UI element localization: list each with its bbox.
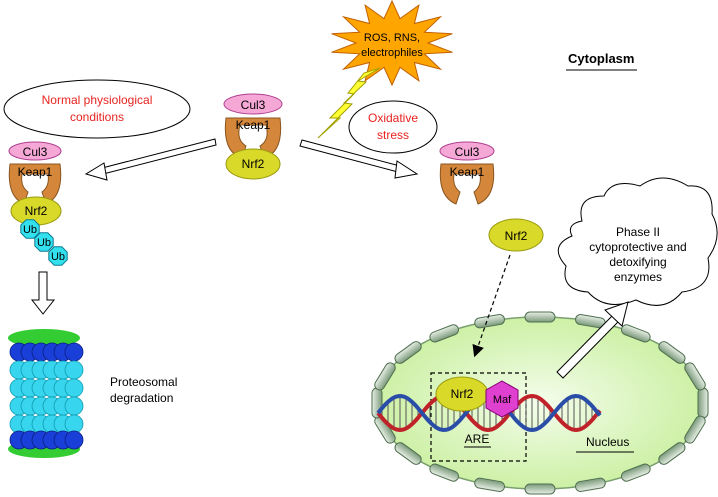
oxidative-stress-ellipse <box>348 100 438 154</box>
nuclear-pore <box>575 477 606 492</box>
right-complex: Keap1 Cul3 <box>439 141 495 205</box>
nucleus <box>376 316 704 490</box>
nrf2-free-label: Nrf2 <box>505 229 528 243</box>
proteasome-subunit <box>64 430 84 450</box>
nuclear-pores <box>371 311 709 495</box>
nuclear-pore <box>658 341 686 364</box>
keap1-center-label: Keap1 <box>236 118 271 132</box>
nuclear-pore <box>394 442 422 465</box>
ros-label-line1: ROS, RNS, <box>364 32 420 44</box>
maf-hexagon <box>485 380 519 418</box>
are-label: ARE <box>465 432 490 446</box>
cul3-right <box>439 141 495 161</box>
nuclear-pore <box>374 362 396 391</box>
cul3-center <box>223 93 283 115</box>
keap1-left <box>8 163 62 205</box>
proteosomal-label-line2: degradation <box>110 391 173 405</box>
nuclear-pore <box>684 362 706 391</box>
proteasome-subunit <box>64 378 84 398</box>
proteasome-subunit <box>64 414 84 434</box>
nuclear-pore <box>474 477 505 492</box>
ub-label: Ub <box>37 237 51 249</box>
nucleus-label: Nucleus <box>586 435 629 449</box>
ub-label: Ub <box>23 224 37 236</box>
cul3-left-label: Cul3 <box>23 145 48 159</box>
nrf2-center-label: Nrf2 <box>242 157 265 171</box>
nrf2-left-label: Nrf2 <box>25 204 48 218</box>
ros-label-line2: electrophiles <box>361 47 423 59</box>
keap1-right-label: Keap1 <box>450 165 485 179</box>
cytoplasm-label: Cytoplasm <box>568 51 634 66</box>
ub-octagon <box>34 232 54 252</box>
ub-octagon <box>48 246 68 266</box>
cul3-center-label: Cul3 <box>241 98 266 112</box>
nuclear-pore <box>524 483 556 495</box>
are-dashed-box <box>430 372 527 462</box>
nuclear-pore <box>697 387 709 419</box>
nrf2-nuclear-label: Nrf2 <box>451 387 474 401</box>
arrow-down-to-proteasome <box>30 271 56 315</box>
proteasome-subunit <box>64 342 84 362</box>
phase2-line4: enzymes <box>614 270 662 284</box>
proteasome <box>8 329 84 458</box>
proteosomal-label-line1: Proteosomal <box>110 375 177 389</box>
center-complex: Keap1 Cul3 Nrf2 <box>223 93 283 180</box>
normal-conditions-ellipse <box>3 79 191 139</box>
ros-starburst: ROS, RNS, electrophiles <box>331 0 453 87</box>
cul3-left <box>8 141 62 161</box>
cul3-right-label: Cul3 <box>455 145 480 159</box>
keap1-right <box>439 163 495 205</box>
lightning-bolt <box>317 67 381 139</box>
phase2-cloud <box>557 177 718 306</box>
nrf2-center <box>225 148 281 180</box>
oxidative-stress-line1: Oxidative <box>368 111 418 125</box>
arrow-to-phase2 <box>556 301 629 379</box>
proteasome-top-lid <box>8 329 80 347</box>
nuclear-pore <box>394 341 422 364</box>
nrf2-translocation-arrow <box>472 254 511 358</box>
proteasome-subunit <box>64 360 84 380</box>
oxidative-stress-line2: stress <box>377 128 409 142</box>
phase2-line1: Phase II <box>616 225 660 239</box>
maf-label: Maf <box>493 394 512 406</box>
arrow-to-right <box>299 139 419 179</box>
nuclear-pore <box>658 442 686 465</box>
proteasome-subunit <box>64 396 84 416</box>
nuclear-pore <box>524 311 556 323</box>
nuclear-pore <box>620 324 651 343</box>
phase2-line2: cytoprotective and <box>589 240 686 254</box>
ub-label: Ub <box>51 251 65 263</box>
ub-octagon <box>20 219 40 239</box>
dna-strand-red <box>376 393 602 433</box>
keap1-left-label: Keap1 <box>18 165 53 179</box>
nuclear-pore <box>429 463 460 482</box>
normal-conditions-line2: conditions <box>70 110 124 124</box>
nuclear-pore <box>429 324 460 343</box>
phase2-line3: detoxifying <box>609 255 666 269</box>
nuclear-pore <box>620 463 651 482</box>
nrf2-free <box>488 218 544 252</box>
arrow-to-left <box>84 138 217 181</box>
nuclear-pore <box>684 415 706 444</box>
normal-conditions-line1: Normal physiological <box>42 93 153 107</box>
